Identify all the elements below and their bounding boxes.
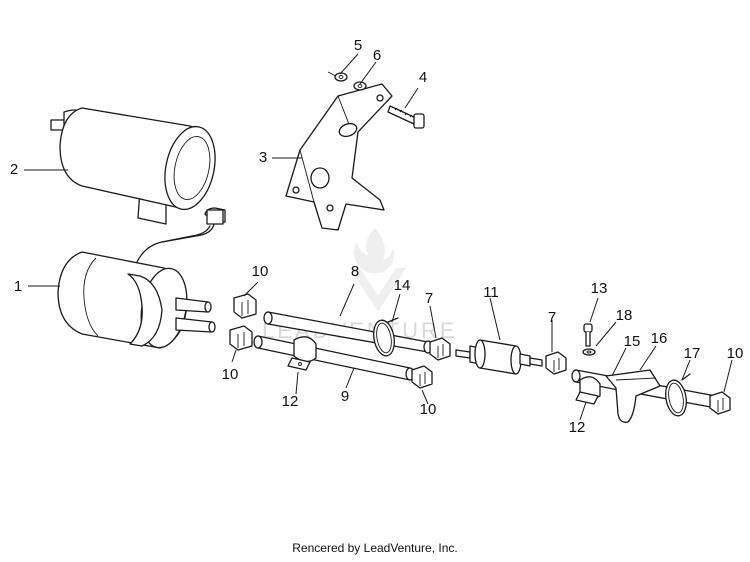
callout-13: 13 xyxy=(591,280,608,297)
callout-9: 9 xyxy=(341,388,349,405)
callout-2: 2 xyxy=(10,161,18,178)
part-1-fuel-pump xyxy=(57,251,216,349)
callout-3: 3 xyxy=(259,149,267,166)
callout-1: 1 xyxy=(14,278,22,295)
part-12-hose-clip-left xyxy=(287,336,317,371)
part-10-clamp-lower-left xyxy=(229,325,253,351)
callout-10-right: 10 xyxy=(727,345,744,362)
callout-6: 6 xyxy=(373,47,381,64)
credit-footer: Rencered by LeadVenture, Inc. xyxy=(292,541,458,555)
part-4-bolt xyxy=(387,105,425,129)
part-5-nut xyxy=(327,71,348,82)
callout-7-right: 7 xyxy=(548,309,556,326)
callout-10-upper-left: 10 xyxy=(252,263,269,280)
part-7-clamp-middle xyxy=(429,337,451,361)
part-10-clamp-middle xyxy=(411,365,433,389)
part-18-washer xyxy=(582,348,596,356)
callout-4: 4 xyxy=(419,69,427,86)
part-12-hose-clip-right xyxy=(575,376,601,405)
callout-10-lower-left: 10 xyxy=(222,366,239,383)
callout-12-right: 12 xyxy=(569,419,586,436)
callout-16: 16 xyxy=(651,330,668,347)
callout-10-middle: 10 xyxy=(420,401,437,418)
part-14-spring-clamp xyxy=(373,317,399,357)
part-13-screw xyxy=(583,323,593,347)
leader-lines xyxy=(24,53,733,421)
callout-5: 5 xyxy=(354,37,362,54)
callout-15: 15 xyxy=(624,333,641,350)
part-11-fuel-filter xyxy=(455,339,543,375)
callout-18: 18 xyxy=(616,307,633,324)
part-10-clamp-upper-left xyxy=(233,293,257,319)
part-17-spring-clamp xyxy=(665,373,691,417)
part-16-sleeve xyxy=(605,369,661,423)
part-7-clamp-right xyxy=(545,351,567,375)
callout-14: 14 xyxy=(394,277,411,294)
callout-8: 8 xyxy=(351,263,359,280)
callout-11: 11 xyxy=(483,284,499,301)
part-2-canister xyxy=(50,107,226,265)
callout-17: 17 xyxy=(684,345,701,362)
part-3-bracket xyxy=(285,83,393,231)
callout-12-left: 12 xyxy=(282,393,299,410)
part-10-clamp-right xyxy=(709,391,731,415)
part-6-washer xyxy=(353,81,367,91)
callout-7-middle: 7 xyxy=(425,290,433,307)
watermark-logo xyxy=(350,228,406,312)
